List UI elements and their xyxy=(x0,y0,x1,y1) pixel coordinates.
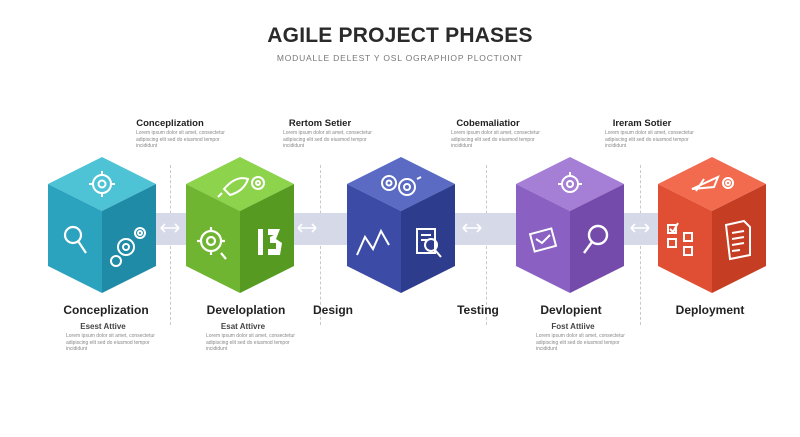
phase-name: Conceplization xyxy=(63,303,149,317)
connector-band xyxy=(620,213,660,245)
top-callout-desc: Lorem ipsum dolor sit amet, consectetur … xyxy=(451,130,540,149)
checkbox-list-icon xyxy=(667,222,693,256)
bottom-callout-label: Esest Attive xyxy=(80,322,126,331)
bottom-callout-desc: Lorem ipsum dolor sit amet, consectetur … xyxy=(536,333,625,352)
phase-cube-testing xyxy=(514,157,626,293)
cube-right-face xyxy=(240,184,294,293)
phase-cube-conceplization xyxy=(46,157,158,293)
gear-icon xyxy=(558,172,582,193)
checklist-icon xyxy=(528,227,558,253)
double-arrow-icon xyxy=(297,223,317,233)
rocket-icon xyxy=(691,175,734,192)
connector-band xyxy=(285,213,355,245)
phase-cube-design xyxy=(345,157,457,293)
line-chart-icon xyxy=(356,228,390,256)
top-callout-label: Conceplization xyxy=(136,118,204,129)
document-icon xyxy=(724,219,751,261)
search-icon xyxy=(63,225,87,254)
connector-band xyxy=(450,213,520,245)
bottom-callout-desc: Lorem ipsum dolor sit amet, consectetur … xyxy=(206,333,295,352)
cube-right-face xyxy=(570,184,624,293)
document-search-icon xyxy=(416,228,442,258)
page-subtitle: MODUALLE DELEST Y OSL OGRAPHIOP PLOCTION… xyxy=(276,53,524,63)
connector-band xyxy=(150,213,190,245)
bottom-callout-label: Fost Attiive xyxy=(551,322,595,331)
phase-name: Deployment xyxy=(675,303,745,317)
top-callout-desc: Lorem ipsum dolor sit amet, consectetur … xyxy=(283,130,372,149)
top-callout-desc: Lorem ipsum dolor sit amet, consectetur … xyxy=(136,130,225,149)
top-callout-desc: Lorem ipsum dolor sit amet, consectetur … xyxy=(605,130,694,149)
double-arrow-icon xyxy=(462,223,482,233)
gear-icon xyxy=(89,171,115,197)
code-block-icon xyxy=(258,229,282,255)
double-arrow-icon xyxy=(160,223,180,233)
divider xyxy=(640,165,641,325)
phase-cube-developlation xyxy=(184,157,296,293)
cube-left-face xyxy=(516,184,570,293)
page-title: AGILE PROJECT PHASES xyxy=(267,24,533,47)
bottom-callout-label: Esat Attivre xyxy=(220,322,266,331)
top-callout-label: Ireram Sotier xyxy=(612,118,672,129)
phase-name: Testing xyxy=(457,303,499,317)
top-callout-label: Cobemaliatior xyxy=(456,118,520,129)
magnifier-icon xyxy=(583,224,609,254)
cube-right-face xyxy=(401,184,455,293)
cube-left-face xyxy=(48,184,102,293)
bottom-callout-desc: Lorem ipsum dolor sit amet, consectetur … xyxy=(66,333,155,352)
double-arrow-icon xyxy=(630,223,650,233)
divider xyxy=(486,165,487,325)
phase-name: Developlation xyxy=(206,303,286,317)
divider xyxy=(320,165,321,325)
phase-name: Devlopient xyxy=(540,303,602,317)
top-callout-label: Rertom Setier xyxy=(288,118,352,129)
phase-cube-deployment xyxy=(656,157,768,293)
gears-icon xyxy=(381,175,422,196)
phase-name: Design xyxy=(312,303,353,317)
rocket-icon xyxy=(217,176,265,198)
gears-icon xyxy=(110,227,146,267)
gear-icon xyxy=(197,227,227,260)
cube-left-face xyxy=(347,184,401,293)
divider xyxy=(170,165,171,325)
